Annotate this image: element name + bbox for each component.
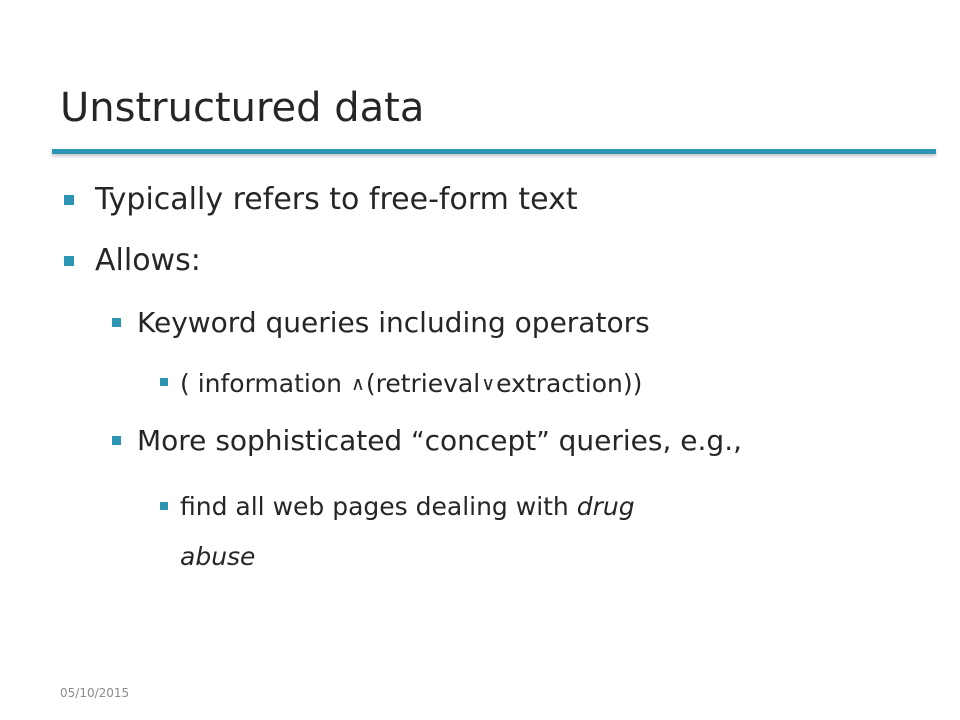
bullet-text-part: More sophisticated (137, 424, 412, 457)
bullet-text: Typically refers to free-form text (95, 182, 578, 217)
bullet-text-part: find all web pages dealing with (180, 492, 577, 521)
open-quote: “ (411, 427, 425, 457)
bullet-text: Keyword queries including operators (137, 306, 650, 339)
bullet-item: Typically refers to free-form text (95, 182, 578, 218)
bullet-item: ( information ∧(retrieval∨extraction)) (180, 369, 642, 399)
square-bullet-icon (160, 378, 168, 386)
bullet-text-part: queries, e.g., (549, 424, 742, 457)
and-operator: ∧ (350, 373, 365, 395)
bullet-item-continuation: abuse (180, 542, 255, 572)
bullet-item: find all web pages dealing with drug (180, 492, 635, 522)
bullet-item: Keyword queries including operators (137, 306, 650, 340)
bullet-item: More sophisticated “concept” queries, e.… (137, 424, 742, 459)
bullet-text-italic: drug (576, 492, 635, 521)
slide-title: Unstructured data (60, 85, 425, 131)
bullet-item: Allows: (95, 243, 201, 279)
square-bullet-icon (112, 318, 121, 327)
square-bullet-icon (64, 195, 74, 205)
close-quote: ” (536, 427, 550, 457)
square-bullet-icon (160, 502, 168, 510)
bullet-text-part: concept (424, 424, 537, 457)
or-operator: ∨ (481, 373, 496, 395)
footer-date: 05/10/2015 (60, 686, 130, 700)
square-bullet-icon (112, 436, 121, 445)
bullet-text-italic: abuse (180, 542, 256, 571)
bullet-text: Allows: (95, 243, 201, 278)
bullet-text-part: (retrieval (365, 369, 481, 398)
bullet-text-part: extraction)) (496, 369, 643, 398)
square-bullet-icon (64, 256, 74, 266)
bullet-text-part: ( information (180, 369, 350, 398)
title-underline (52, 149, 936, 154)
